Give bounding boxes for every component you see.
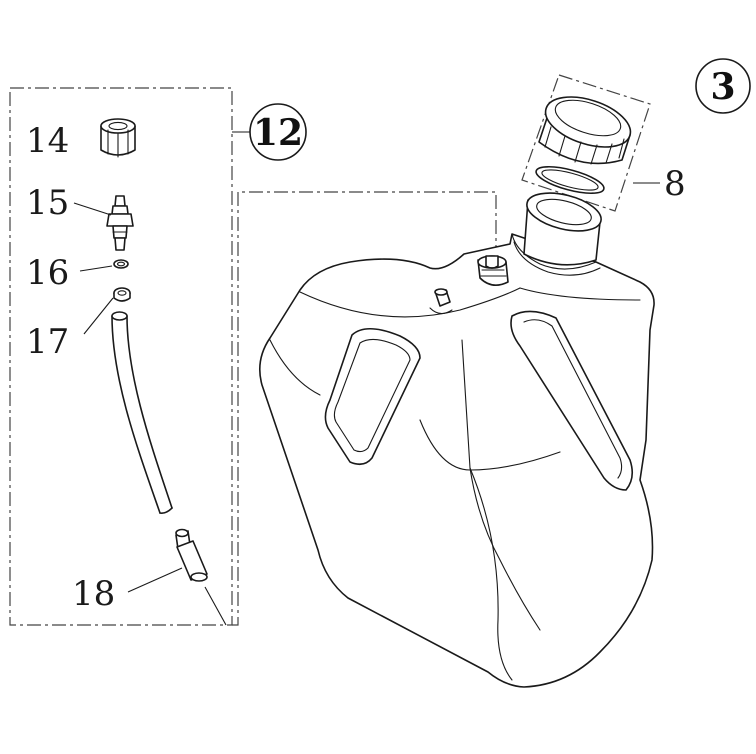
kit-bubble-number: 12 [253, 112, 303, 154]
filler-cap-part [538, 96, 632, 165]
callout-14: 14 [26, 121, 69, 161]
callout-18: 18 [72, 574, 115, 614]
callout-15: 15 [26, 183, 69, 223]
cap-assembly-boundary [521, 74, 651, 212]
o-ring-part [113, 259, 129, 269]
callout-16: 16 [26, 253, 69, 293]
callout-17: 17 [26, 322, 69, 362]
hose-tip-part [175, 528, 208, 582]
tank-gasket-part [535, 165, 605, 195]
callout-8: 8 [664, 164, 686, 204]
kit-boundary [9, 87, 497, 626]
kit-bubble: 12 [249, 103, 307, 161]
group-bubble: 3 [695, 58, 751, 114]
ring-part [113, 287, 131, 302]
fitting-part [106, 195, 134, 251]
group-bubble-number: 3 [710, 66, 735, 108]
hose-part [111, 311, 173, 514]
fuel-tank-part [259, 192, 655, 688]
cap-nut-part [100, 118, 136, 158]
